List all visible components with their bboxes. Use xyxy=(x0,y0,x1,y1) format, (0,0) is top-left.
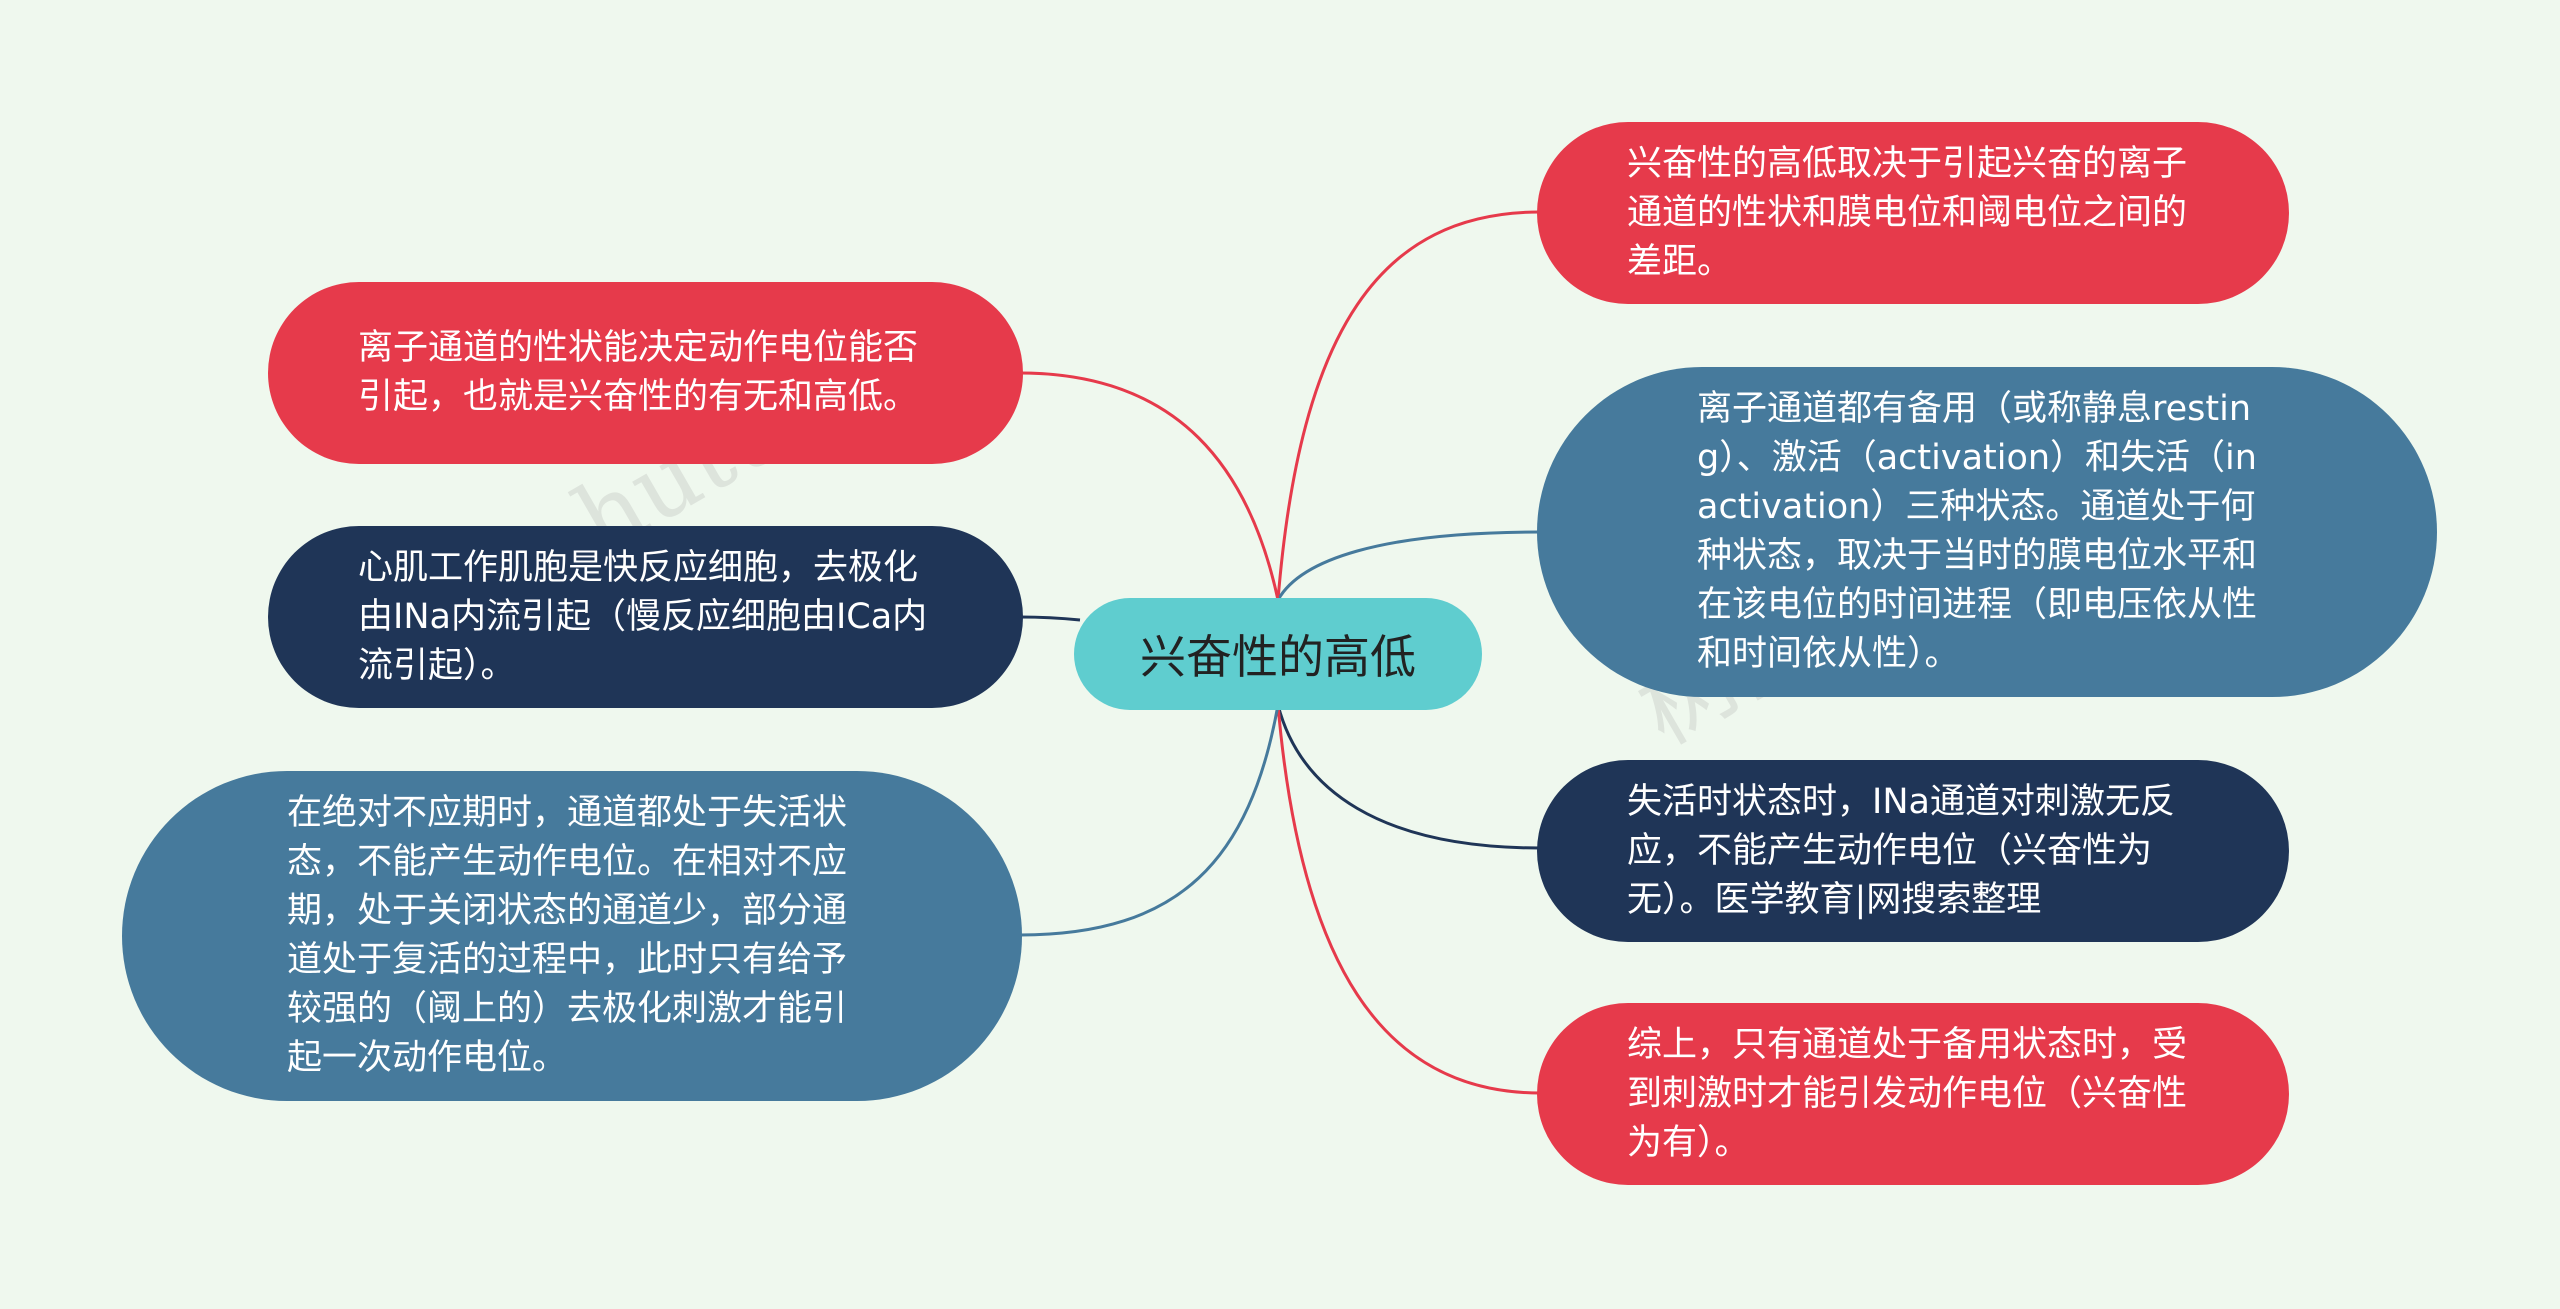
link-r1 xyxy=(1276,210,1541,601)
topic-l3[interactable]: 在绝对不应期时，通道都处于失活状态，不能产生动作电位。在相对不应期，处于关闭状态… xyxy=(122,771,1022,1101)
center-topic[interactable]: 兴奋性的高低 xyxy=(1074,598,1482,710)
link-l3 xyxy=(1019,704,1280,937)
link-l2 xyxy=(1019,615,1081,622)
link-r3 xyxy=(1276,704,1541,850)
topic-l2-text: 心肌工作肌胞是快反应细胞，去极化由INa内流引起（慢反应细胞由ICa内流引起）。 xyxy=(358,547,928,686)
topic-r2[interactable]: 离子通道都有备用（或称静息resting）、激活（activation）和失活（… xyxy=(1537,367,2437,697)
center-topic-label: 兴奋性的高低 xyxy=(1140,630,1416,684)
link-r4 xyxy=(1276,704,1541,1095)
topic-r3[interactable]: 失活时状态时，INa通道对刺激无反应，不能产生动作电位（兴奋性为无）。医学教育|… xyxy=(1537,760,2289,942)
link-r2 xyxy=(1276,530,1541,601)
topic-r4-text: 综上，只有通道处于备用状态时，受到刺激时才能引发动作电位（兴奋性为有）。 xyxy=(1627,1024,2188,1163)
topic-r1[interactable]: 兴奋性的高低取决于引起兴奋的离子通道的性状和膜电位和阈电位之间的差距。 xyxy=(1537,122,2289,304)
link-l1 xyxy=(1019,371,1280,601)
topic-l3-text: 在绝对不应期时，通道都处于失活状态，不能产生动作电位。在相对不应期，处于关闭状态… xyxy=(287,793,848,1078)
topic-r1-text: 兴奋性的高低取决于引起兴奋的离子通道的性状和膜电位和阈电位之间的差距。 xyxy=(1627,143,2188,282)
topic-r3-text: 失活时状态时，INa通道对刺激无反应，不能产生动作电位（兴奋性为无）。医学教育|… xyxy=(1627,781,2175,920)
topic-r2-text: 离子通道都有备用（或称静息resting）、激活（activation）和失活（… xyxy=(1697,389,2258,674)
topic-l2[interactable]: 心肌工作肌胞是快反应细胞，去极化由INa内流引起（慢反应细胞由ICa内流引起）。 xyxy=(268,526,1023,708)
topic-l1-text: 离子通道的性状能决定动作电位能否引起，也就是兴奋性的有无和高低。 xyxy=(358,328,919,417)
topic-r4[interactable]: 综上，只有通道处于备用状态时，受到刺激时才能引发动作电位（兴奋性为有）。 xyxy=(1537,1003,2289,1185)
topic-l1[interactable]: 离子通道的性状能决定动作电位能否引起，也就是兴奋性的有无和高低。 xyxy=(268,282,1023,464)
